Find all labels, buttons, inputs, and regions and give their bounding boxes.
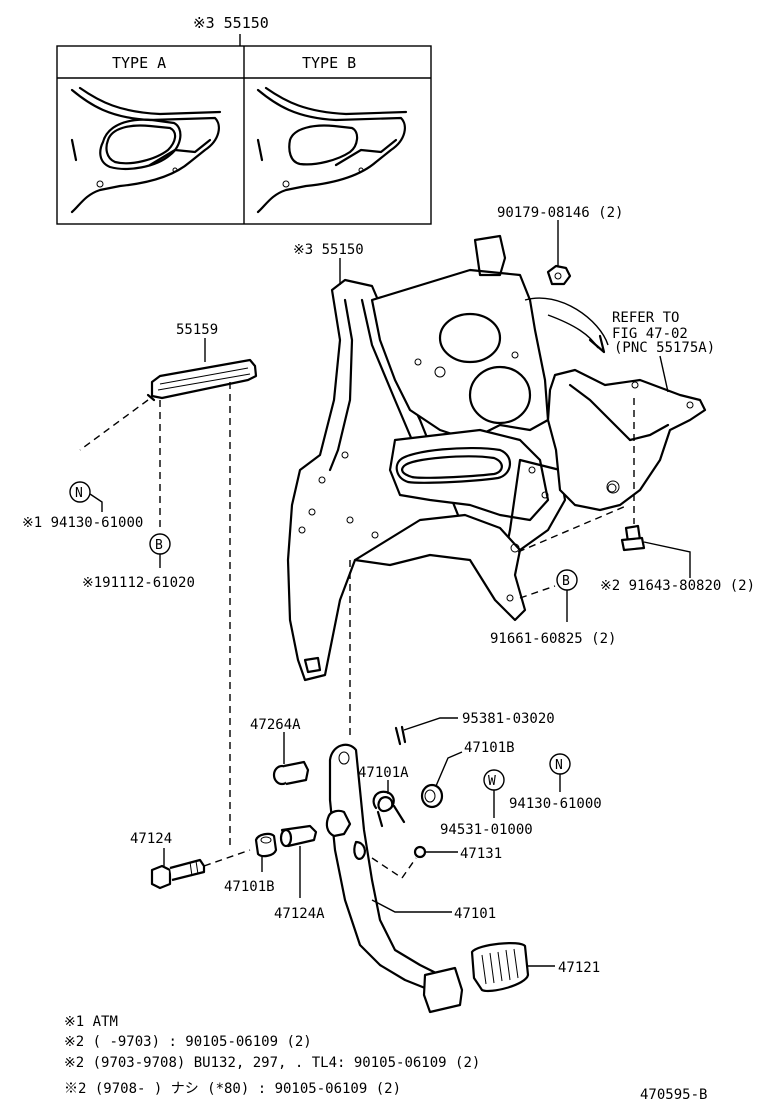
label-91661: 91661-60825 (2) [490,631,616,647]
bushing-47101b-lower [254,832,278,872]
note-1: ※1 ATM [64,1014,118,1030]
label-47124a: 47124A [274,906,325,922]
badge-b-left-text: B [155,538,163,553]
badge-n-lower-text: N [555,758,563,773]
label-95381: 95381-03020 [462,711,555,727]
badge-w: W [483,769,505,818]
label-47101a: 47101A [358,765,409,781]
label-47101b-lower: 47101B [224,879,275,895]
bolt-47131 [371,845,458,879]
type-a-label: TYPE A [112,54,166,72]
badge-b-right: B [556,569,578,622]
inset-ref-label: ※3 55150 [193,14,269,32]
footnotes: ※1 ATM ※2 ( -9703) : 90105-06109 (2) ※2 … [64,1014,707,1103]
label-90179: 90179-08146 (2) [497,205,623,221]
pedal-bracket-55150 [286,234,609,682]
label-47101b-upper: 47101B [464,740,515,756]
brake-pedal-47101 [325,743,464,1014]
figure-code: 470595-B [640,1087,707,1103]
nut-90179 [546,220,572,286]
type-inset: ※3 55150 TYPE A TYPE B [56,14,432,225]
bushing-47101b-upper [420,751,463,809]
label-94130-lower: 94130-61000 [509,796,602,812]
badge-b-subbracket [606,480,620,494]
label-refer-1: REFER TO [612,310,679,326]
label-91112: ※191112-61020 [82,575,195,591]
badge-n-upper: N [69,481,103,512]
part-labels: ※3 55150 90179-08146 (2) REFER TO FIG 47… [22,205,755,976]
type-b-label: TYPE B [302,54,356,72]
note-2: ※2 ( -9703) : 90105-06109 (2) [64,1034,312,1050]
sub-bracket-55175a [546,368,707,512]
label-47131: 47131 [460,846,502,862]
stopper-55159 [79,338,258,850]
pedal-pad-47121 [470,942,555,993]
label-47264a: 47264A [250,717,301,733]
pin-47264a [272,732,310,786]
bolt-91643 [620,398,691,578]
spring-47101a [372,780,406,828]
badge-n-upper-text: N [75,486,83,501]
cotter-pin-95381 [394,717,458,746]
label-refer-2: FIG 47-02 [612,326,688,342]
badge-b-right-text: B [562,574,570,589]
collar-47124a [279,824,318,898]
label-94130-upper: ※1 94130-61000 [22,515,143,531]
badge-b-left: B [149,533,171,568]
label-94531: 94531-01000 [440,822,533,838]
type-a-bracket-sketch [70,86,222,214]
label-refer-3: (PNC 55175A) [614,340,715,356]
note-4: ※2 (9708- ) ナシ (*80) : 90105-06109 (2) [64,1081,401,1097]
label-47124: 47124 [130,831,172,847]
label-47101: 47101 [454,906,496,922]
badge-w-text: W [488,774,496,789]
label-55159: 55159 [176,322,218,338]
label-55150: ※3 55150 [293,242,364,258]
label-47121: 47121 [558,960,600,976]
badge-n-lower: N [549,753,571,792]
bolt-47124 [150,848,251,890]
label-91643: ※2 91643-80820 (2) [600,578,755,594]
type-b-bracket-sketch [256,86,408,214]
note-3: ※2 (9703-9708) BU132, 297, . TL4: 90105-… [64,1055,480,1071]
